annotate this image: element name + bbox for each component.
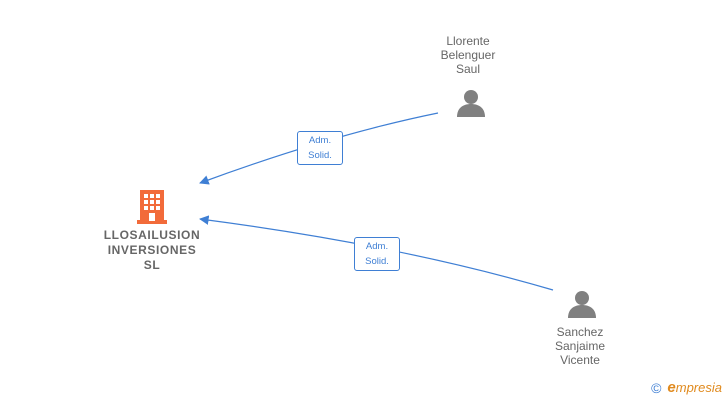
copyright-icon: ©	[651, 379, 662, 396]
company-name[interactable]: LLOSAILUSION INVERSIONES SL	[103, 228, 201, 272]
relation-badge-llorente[interactable]: Adm. Solid.	[297, 131, 343, 165]
person-icon[interactable]	[456, 89, 486, 122]
relation-badge-sanchez[interactable]: Adm. Solid.	[354, 237, 400, 271]
person-icon[interactable]	[567, 290, 597, 323]
brand-initial: e	[667, 379, 676, 396]
brand-footer[interactable]: © e mpresia	[651, 379, 722, 396]
person-name-llorente[interactable]: Llorente Belenguer Saul	[440, 34, 496, 76]
brand-name: mpresia	[675, 380, 722, 395]
building-icon[interactable]	[137, 188, 167, 229]
person-name-sanchez[interactable]: Sanchez Sanjaime Vicente	[554, 325, 606, 367]
